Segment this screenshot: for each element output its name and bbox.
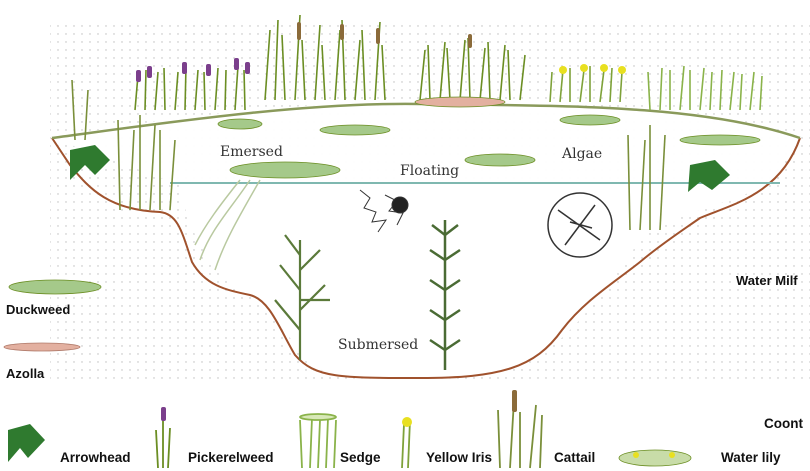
legend-water-lily: Water lily: [721, 450, 781, 465]
arrowhead-icon: [8, 424, 45, 462]
legend-sedge: Sedge: [340, 450, 381, 465]
legend-yellow-iris: Yellow Iris: [426, 450, 492, 465]
label-water-milfoil: Water Milf: [736, 273, 798, 288]
duckweed-sample: [9, 280, 101, 294]
label-algae: Algae: [561, 146, 602, 162]
water-lily-icon: [619, 450, 691, 466]
label-azolla: Azolla: [6, 366, 45, 381]
azolla-sample: [4, 343, 80, 351]
sedge-icon: [300, 414, 336, 468]
label-floating: Floating: [400, 163, 459, 179]
legend-arrowhead: Arrowhead: [60, 450, 131, 465]
algae-magnified: [548, 193, 612, 257]
pickerelweed-icon: [156, 407, 170, 468]
label-coontail: Coont: [764, 416, 803, 431]
legend-cattail: Cattail: [554, 450, 595, 465]
label-duckweed: Duckweed: [6, 302, 70, 317]
label-submersed: Submersed: [338, 337, 418, 353]
cattail-icon: [498, 390, 542, 468]
legend-pickerelweed: Pickerelweed: [188, 450, 274, 465]
yellow-iris-icon: [402, 417, 412, 468]
label-emersed: Emersed: [220, 144, 283, 160]
legend: Arrowhead Pickerelweed Sedge Yellow Iris…: [8, 390, 803, 468]
